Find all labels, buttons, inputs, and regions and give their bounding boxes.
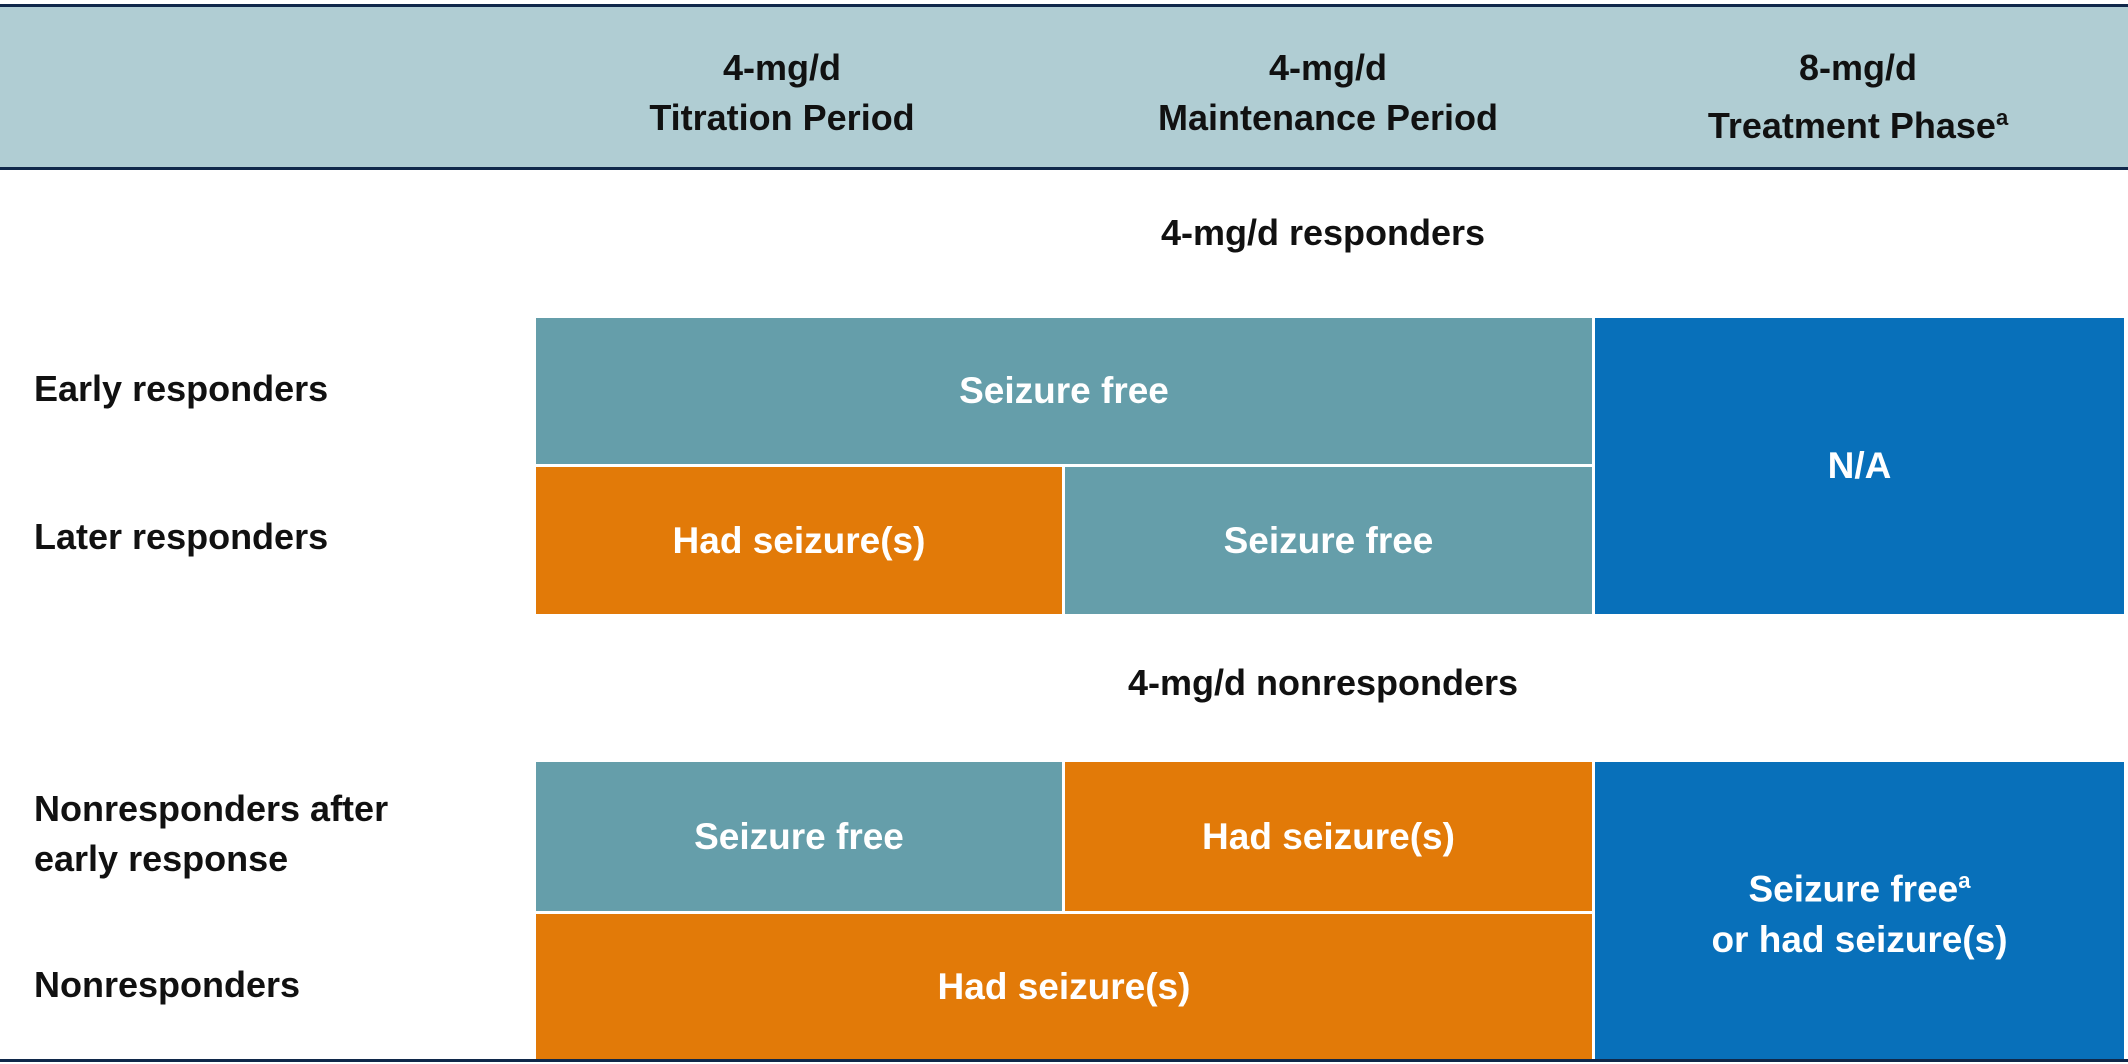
header-col3-line2: Treatment Phase <box>1707 105 1996 146</box>
nonresponders-section-title: 4-mg/d nonresponders <box>1127 662 1519 703</box>
later-seizure-free-text: Seizure free <box>1223 519 1434 561</box>
header-band: 4-mg/d Titration Period 4-mg/d Maintenan… <box>0 4 2128 170</box>
phase-outcome-line1: Seizure free <box>1748 868 1959 910</box>
later-had-seizures-block: Had seizure(s) <box>536 467 1062 614</box>
header-maintenance-period: 4-mg/d Maintenance Period <box>1058 43 1598 143</box>
header-treatment-phase: 8-mg/d Treatment Phasea <box>1588 43 2128 151</box>
nonresponders-had-seizures-text: Had seizure(s) <box>937 965 1191 1007</box>
early-seizure-free-text: Seizure free <box>959 370 1169 411</box>
row-label-early-responders: Early responders <box>34 368 329 409</box>
phase-outcome-line2: or had seizure(s) <box>1711 918 2008 960</box>
nae-had-seizures-text: Had seizure(s) <box>1202 815 1455 857</box>
later-seizure-free-block: Seizure free <box>1065 467 1592 614</box>
header-col3-footnote: a <box>1995 105 2009 130</box>
header-col2-line2: Maintenance Period <box>1157 97 1499 138</box>
treatment-phase-outcome-block: Seizure freea or had seizure(s) <box>1595 762 2124 1059</box>
nae-had-seizures-block: Had seizure(s) <box>1065 762 1592 911</box>
row-label-nonresponders: Nonresponders <box>34 964 301 1005</box>
header-titration-period: 4-mg/d Titration Period <box>512 43 1052 143</box>
row-label-nae-line2: early response <box>34 838 289 879</box>
header-col2-line1: 4-mg/d <box>1268 47 1387 88</box>
bottom-rule <box>0 1059 2128 1062</box>
row-label-nonresponders-after-early-response: Nonresponders after early response <box>34 784 388 884</box>
row-label-nae-line1: Nonresponders after <box>34 788 389 829</box>
phase-outcome-footnote: a <box>1958 868 1971 894</box>
nae-seizure-free-block: Seizure free <box>536 762 1062 911</box>
responders-section-title: 4-mg/d responders <box>1160 212 1486 253</box>
header-col1-line1: 4-mg/d <box>722 47 841 88</box>
early-seizure-free-block: Seizure free <box>536 318 1592 464</box>
header-col3-line1: 8-mg/d <box>1798 47 1917 88</box>
na-text: N/A <box>1827 445 1892 486</box>
nonresponders-had-seizures-block: Had seizure(s) <box>536 914 1592 1059</box>
na-block: N/A <box>1595 318 2124 614</box>
nae-seizure-free-text: Seizure free <box>694 815 904 857</box>
later-had-seizures-text: Had seizure(s) <box>672 519 926 561</box>
row-label-later-responders: Later responders <box>34 516 329 557</box>
header-col1-line2: Titration Period <box>649 97 915 138</box>
